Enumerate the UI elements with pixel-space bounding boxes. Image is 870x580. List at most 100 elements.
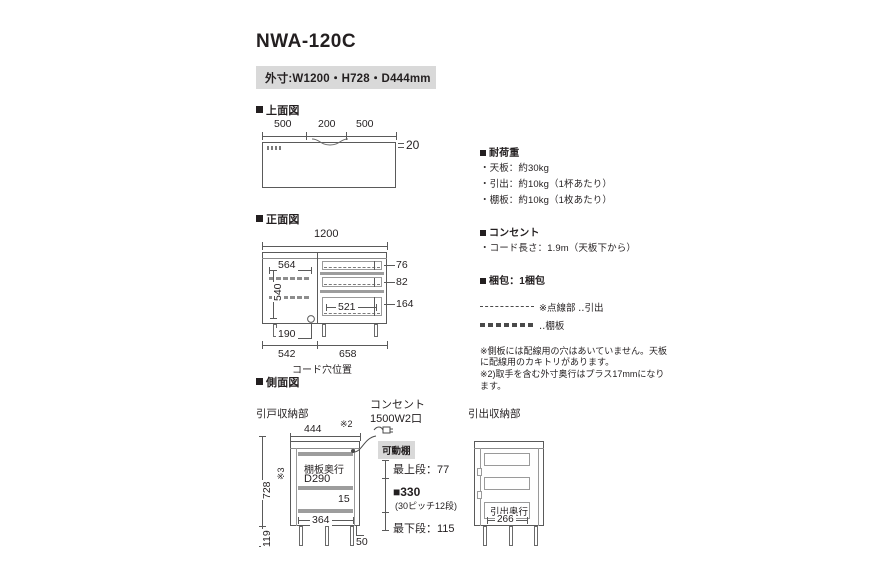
spec-heading-packing: 梱包：1梱包 [480,272,670,287]
shelf-line-upper [269,277,311,280]
outlet-label-line2: 1500W2口 [370,413,422,425]
spec-load-item-1: ・天板：約30kg [480,163,550,174]
drawer-handle-2 [477,491,482,499]
cord-hole-dot [351,449,355,453]
side-leg-1 [299,526,303,546]
cord-hole-caption: コード穴位置 [292,365,352,376]
shelf-line-lower [269,296,311,299]
shelf-depth-label-line1: 棚板奥行 [304,465,344,476]
spec-heading-load: 耐荷重 [480,144,670,159]
side-caption-drawer: 引出収納部 [468,408,521,420]
pitch-sub-label: (30ピッチ12段) [395,501,458,511]
drawer-depth-label-line1: 引出奥行 [490,507,529,518]
spec-load-item-3: ・棚板：約10kg（1枚あたり） [480,194,612,206]
spacer [480,211,670,224]
side-dim-50: 50 [356,536,368,548]
outlet-label-line1: コンセント [370,399,425,411]
top-view-thickness-20: 20 [406,138,420,152]
top-step-label: 最上段：77 [393,464,450,476]
front-dim-1200: 1200 [314,228,339,240]
pitch-label: ■330 [393,485,421,499]
section-label-front-view: 正面図 [266,214,300,226]
side-leg-2 [325,526,329,546]
drawer-leg-1 [483,526,487,546]
front-dim-82: 82 [396,276,408,288]
front-dim-540: 540 [272,282,284,302]
spec-load-item-2: ・引出：約10kg（1杯あたり） [480,178,612,190]
bullet-square-icon [480,150,486,156]
cord-curve [353,435,377,453]
side-caption-sliding-door: 引戸収納部 [256,408,309,420]
side-shelf-low [298,509,353,513]
front-dim-164: 164 [396,298,414,310]
front-dim-658: 658 [339,348,357,360]
spec-heading-load-label: 耐荷重 [489,148,520,159]
spacer [480,259,670,272]
front-dim-76: 76 [396,259,408,271]
top-plate-outline [262,142,396,188]
front-dim-564: 564 [276,259,298,271]
spec-heading-outlet: コンセント [480,224,670,239]
side-dim-119: 119 [261,529,273,548]
front-leg-3 [374,324,378,337]
spec-heading-outlet-label: コンセント [489,227,540,239]
drawer-separator-1 [320,272,384,275]
drawer-dash-3 [324,313,380,314]
section-label-top-view: 上面図 [266,105,300,117]
drawer-leg-2 [509,526,513,546]
top-view-detail-hatch [267,146,281,150]
dimension-banner: 外寸:W1200・H728・D444mm [256,66,436,89]
legend-thin-dashed-sample [480,306,537,307]
front-dim-521: 521 [336,301,358,313]
bullet-square-icon [256,378,263,385]
bullet-square-icon [480,229,486,236]
side-note-3: ※3 [276,467,286,480]
top-view-dim-200: 200 [318,118,336,130]
front-dim-542: 542 [278,348,296,360]
spec-heading-packing-label: 梱包：1梱包 [489,275,546,287]
side-leg-3 [350,526,354,546]
bottom-step-label: 最下段：115 [393,523,455,535]
legend-shelf-label: ‥棚板 [539,320,565,332]
section-heading-side-view: 側面図 [256,374,300,390]
drawer-depth-label-line2: 266 [495,514,516,525]
spec-note-1: ※側板には配線用の穴はあいていません。天板に配線用のカキトリがあります。 [480,345,668,368]
top-view-drawing: 500 200 500 20 [256,118,476,198]
legend-row-drawer: ※点線部 ‥引出 [480,300,670,314]
spec-outlet-item-1: ・コード長さ：1.9m（天板下から） [480,242,636,254]
drawer-side-2 [484,477,530,490]
side-dim-364: 364 [310,514,332,526]
drawer-side-1 [484,453,530,466]
spacer [480,336,670,346]
top-view-dim-500-left: 500 [274,118,292,130]
section-heading-front-view: 正面図 [256,211,300,227]
top-view-dim-500-right: 500 [356,118,374,130]
side-shelf-upper [298,452,353,456]
drawer-separator-2 [320,290,384,293]
movable-shelf-label: 可動棚 [378,441,415,459]
side-note-2: ※2 [340,419,353,429]
side-view-sliding-door: 引戸収納部 444 ※2 棚板奥行 D290 15 364 [252,392,467,572]
page-title: NWA-120C [256,31,357,52]
drawer-dash-1 [324,267,380,268]
front-dim-190: 190 [276,328,298,340]
spec-column: 耐荷重 ・天板：約30kg ・引出：約10kg（1杯あたり） ・棚板：約10kg… [480,144,670,392]
spec-note-2: ※2)取手を含む外寸奥行はプラス17mmになります。 [480,368,665,391]
front-view-drawing: 1200 564 540 76 [256,228,486,376]
plug-icon [373,426,393,434]
drawer-dash-2 [324,284,380,285]
cord-notch-icon [312,138,348,146]
legend-drawer-label: ※点線部 ‥引出 [539,302,604,314]
spacer [480,291,670,300]
front-leg-2 [322,324,326,337]
drawer-front-1 [322,261,382,270]
drawer-leg-3 [534,526,538,546]
drawer-handle-1 [477,468,482,476]
legend-row-shelf: ‥棚板 [480,318,670,332]
drawer-front-2 [322,277,382,287]
side-dim-444: 444 [304,423,322,435]
legend-thick-dashed-sample [480,322,534,327]
section-heading-top-view: 上面図 [256,102,300,118]
shelf-depth-label-line2: D290 [304,473,331,485]
